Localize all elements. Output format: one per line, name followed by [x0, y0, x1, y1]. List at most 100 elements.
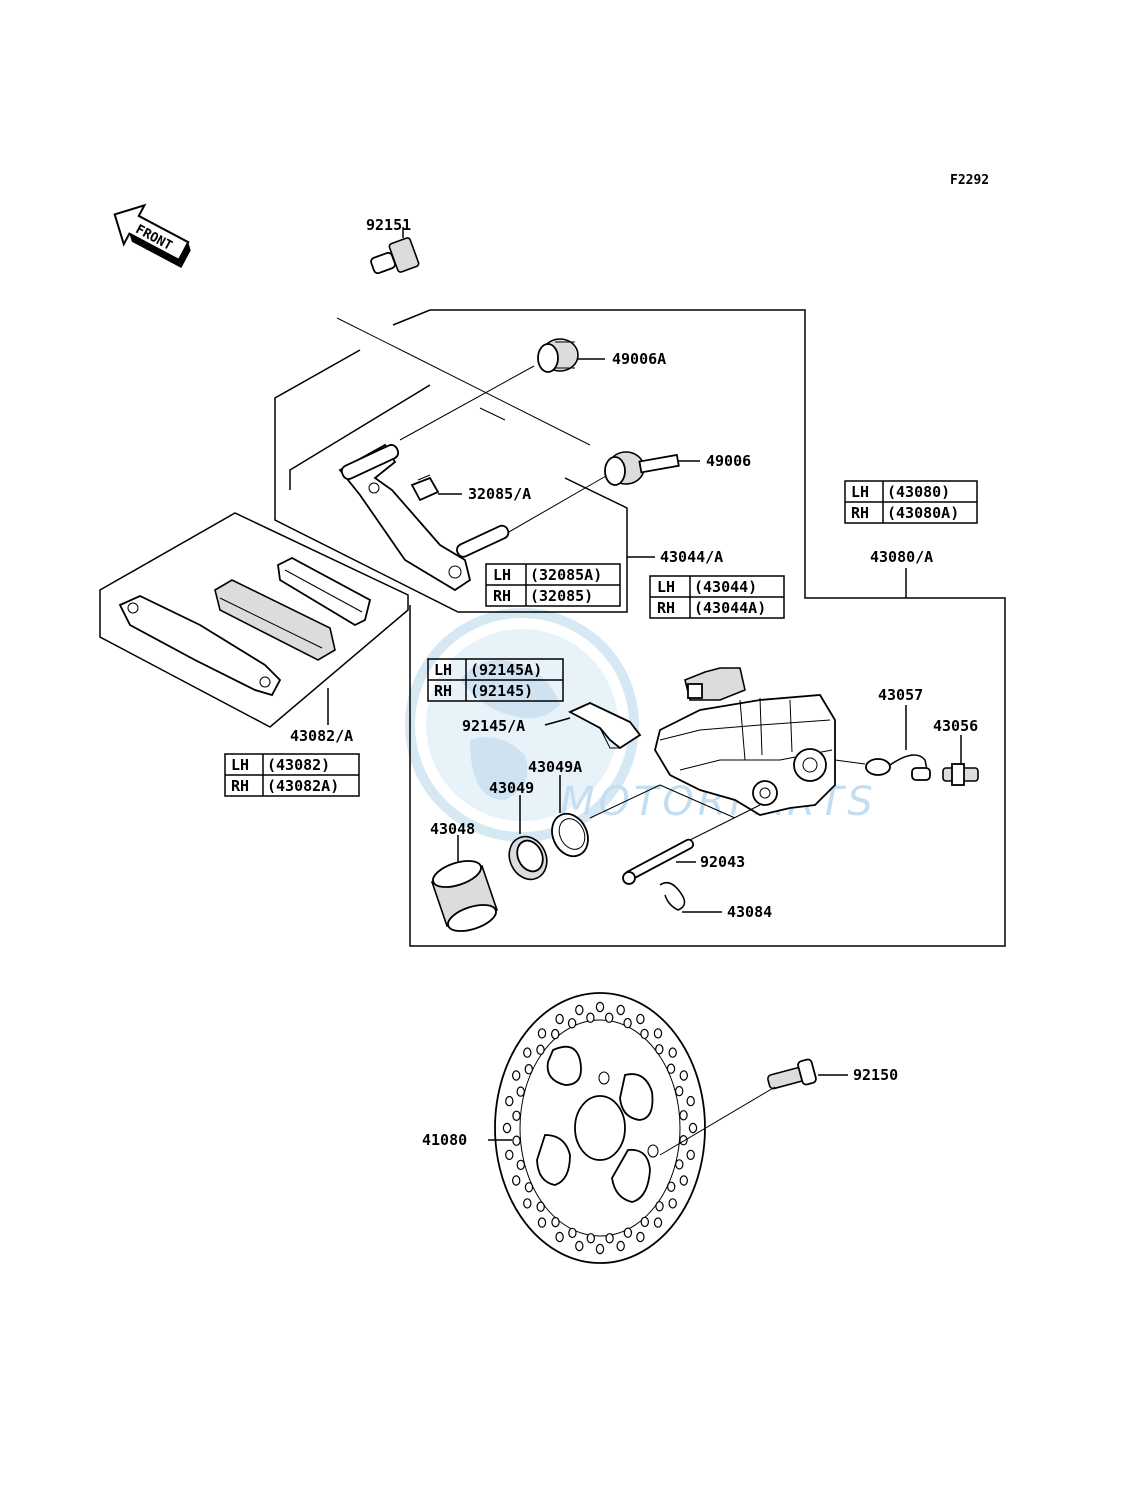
- label-43044: 43044/A: [660, 548, 723, 566]
- disc-hole: [575, 1240, 584, 1252]
- disc-holes: [502, 1001, 698, 1255]
- table-92145-lh: LH: [434, 661, 452, 679]
- disc-hole: [536, 1201, 545, 1212]
- disc-hole: [502, 1122, 512, 1134]
- disc-hole: [505, 1149, 514, 1161]
- disc-hole: [512, 1110, 521, 1122]
- disc-hole: [512, 1135, 521, 1146]
- guide-line-a: [589, 784, 661, 819]
- caliper-body: [654, 667, 836, 816]
- table-32085-lh: LH: [493, 566, 511, 584]
- brake-disc-41080: [494, 992, 706, 1264]
- table-92145-lh-val: (92145A): [470, 661, 542, 679]
- leader-92145: [544, 717, 571, 726]
- guide-line-b: [659, 784, 736, 819]
- disc-hole: [640, 1028, 649, 1040]
- disc-hole: [524, 1063, 534, 1075]
- dust-seal-43049: [508, 835, 548, 881]
- table-92145-rh-val: (92145): [470, 682, 533, 700]
- label-43082: 43082/A: [290, 727, 353, 745]
- bracket-frame-tick: [479, 407, 506, 421]
- table-43080-lh: LH: [851, 483, 869, 501]
- label-43049: 43049: [489, 779, 534, 797]
- disc-hole: [623, 1227, 633, 1238]
- clip-32085: [410, 474, 440, 502]
- caliper-bracket: [338, 443, 510, 592]
- bracket-frame-43044: [274, 349, 628, 613]
- disc-hole: [666, 1063, 676, 1074]
- pad-spring-92145: [567, 702, 642, 750]
- leader-92151-b: [404, 351, 591, 446]
- label-43080: 43080/A: [870, 548, 933, 566]
- disc-hole: [537, 1028, 547, 1039]
- disc-hole: [655, 1201, 664, 1212]
- table-43082-lh: LH: [231, 756, 249, 774]
- bleeder-valve-43056: [942, 763, 979, 786]
- table-92145: LH (92145A) RH (92145): [427, 658, 564, 702]
- disc-hole: [516, 1159, 526, 1171]
- label-49006A: 49006A: [612, 350, 666, 368]
- disc-hole: [551, 1028, 560, 1040]
- watermark-continents: [460, 660, 560, 800]
- disc-hole: [686, 1149, 695, 1161]
- disc-hole: [536, 1044, 545, 1055]
- brake-pads: [118, 556, 372, 697]
- disc-hole: [675, 1159, 684, 1170]
- label-92150: 92150: [853, 1066, 898, 1084]
- disc-hole: [640, 1216, 650, 1228]
- disc-hole: [555, 1013, 564, 1025]
- disc-hole: [668, 1198, 677, 1209]
- table-43080-rh-val: (43080A): [887, 504, 959, 522]
- disc-hole: [595, 1001, 605, 1013]
- boot-49006: [604, 451, 680, 486]
- piston-seal-43049A: [551, 812, 589, 858]
- label-43049A: 43049A: [528, 758, 582, 776]
- disc-hole: [575, 1004, 584, 1016]
- disc-bolt-92150: [767, 1058, 817, 1090]
- table-32085: LH (32085A) RH (32085): [485, 563, 621, 607]
- label-43084: 43084: [727, 903, 772, 921]
- label-92145: 92145/A: [462, 717, 525, 735]
- disc-hole: [668, 1047, 677, 1058]
- table-43044-lh-val: (43044): [694, 578, 757, 596]
- disc-hole: [667, 1181, 676, 1193]
- table-43044-rh: RH: [657, 599, 675, 617]
- disc-hole: [605, 1233, 614, 1244]
- disc-hole: [636, 1231, 645, 1243]
- table-43082: LH (43082) RH (43082A): [224, 753, 360, 797]
- label-43048: 43048: [430, 820, 475, 838]
- table-32085-rh: RH: [493, 587, 511, 605]
- disc-hole: [586, 1012, 595, 1023]
- label-92043: 92043: [700, 853, 745, 871]
- disc-hole: [679, 1070, 689, 1081]
- guide-line-c: [689, 804, 761, 841]
- front-arrow-icon: FRONT: [113, 203, 191, 268]
- boot-49006A: [537, 338, 579, 373]
- disc-hole: [523, 1198, 532, 1209]
- table-43080: LH (43080) RH (43080A): [844, 480, 978, 524]
- bleeder-cap-43057: [865, 754, 931, 781]
- label-43056: 43056: [933, 717, 978, 735]
- leader-49006A-pin: [399, 365, 535, 441]
- disc-hole: [688, 1122, 698, 1134]
- table-43044-rh-val: (43044A): [694, 599, 766, 617]
- disc-hole: [636, 1013, 645, 1025]
- disc-hole: [516, 1086, 525, 1097]
- table-43082-lh-val: (43082): [267, 756, 330, 774]
- disc-hole: [679, 1110, 688, 1121]
- table-43044: LH (43044) RH (43044A): [649, 575, 785, 619]
- bolt-92151: [370, 227, 420, 275]
- label-41080: 41080: [422, 1131, 467, 1149]
- disc-hole: [623, 1017, 632, 1029]
- pads-frame-43082: [99, 512, 409, 728]
- table-43044-lh: LH: [657, 578, 675, 596]
- leader-43057-part: [834, 759, 866, 765]
- disc-hole: [655, 1044, 664, 1055]
- bracket-frame-inner: [289, 384, 431, 490]
- disc-hole: [679, 1175, 689, 1186]
- label-49006: 49006: [706, 452, 751, 470]
- disc-hole: [653, 1217, 663, 1228]
- disc-hole: [595, 1243, 605, 1255]
- disc-hole: [512, 1070, 521, 1081]
